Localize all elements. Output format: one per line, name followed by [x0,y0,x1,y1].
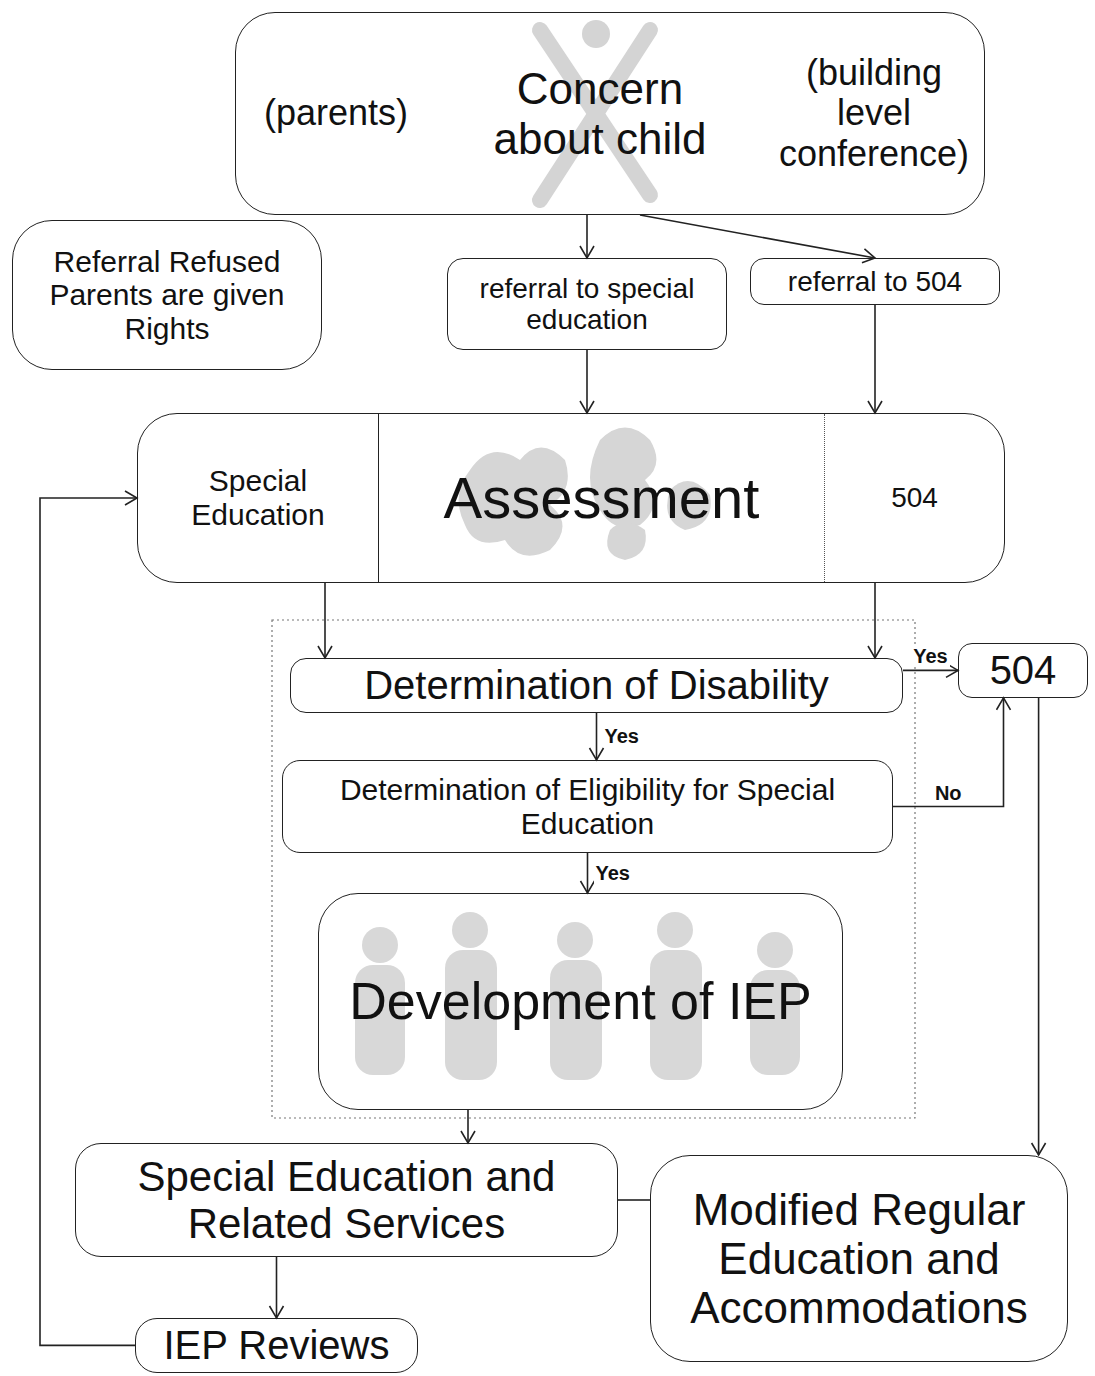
flow-arrow [903,670,958,672]
edge-label: No [933,782,964,804]
flow-arrow [1038,698,1040,1155]
node-text: Development of IEP [349,972,811,1030]
process-box: Determination of Disability [290,658,903,713]
flow-arrow [874,583,876,658]
node-text: Modified Regular Education and Accommoda… [661,1185,1057,1333]
flow-arrow [587,853,589,893]
node-text: Assessment [444,466,760,531]
flow-arrow [640,215,875,258]
process-box: Modified Regular Education and Accommoda… [650,1155,1068,1362]
process-box: Special Education and Related Services [75,1143,618,1257]
edge-label: Yes [911,645,949,667]
flow-arrow [586,215,588,258]
box-section: (building level conference) [764,13,984,214]
process-box: (parents) Concern about child (building le… [235,12,985,215]
process-box: Referral Refused Parents are given Right… [12,220,322,370]
box-section: 504 [824,414,1004,582]
flow-arrow [586,350,588,413]
node-text: Referral Refused Parents are given Right… [31,245,303,346]
node-text: Determination of Eligibility for Special… [293,773,882,840]
process-box: referral to 504 [750,258,1000,305]
node-text: Special Education [146,464,370,531]
flow-arrow [874,305,876,413]
process-box: Determination of Eligibility for Special… [282,760,893,853]
node-text: 504 [990,648,1057,693]
flow-arrow [596,713,598,760]
edge-label: Yes [603,725,641,747]
process-box: Special Education Assessment 504 [137,413,1005,583]
edge-label: Yes [594,862,632,884]
flow-arrow [40,498,137,1345]
node-text: Concern about child [490,64,710,163]
node-text: 504 [891,482,938,513]
node-text: (building level conference) [774,53,974,174]
process-box: Development of IEP [318,893,843,1110]
process-box: IEP Reviews [135,1318,418,1373]
box-section: Concern about child [436,13,764,214]
flow-arrow [276,1257,278,1318]
box-section: (parents) [236,13,436,214]
flow-arrow [467,1110,469,1143]
flow-arrow [324,583,326,658]
node-text: referral to 504 [788,266,962,297]
process-box: referral to special education [447,258,727,350]
box-section: Assessment [379,414,824,582]
node-text: referral to special education [458,273,716,336]
dotted-group-border [272,620,915,1118]
node-text: Determination of Disability [364,663,829,708]
node-text: Special Education and Related Services [86,1153,607,1247]
node-text: (parents) [264,93,408,133]
flow-arrow [618,1199,650,1201]
process-box: 504 [958,643,1088,698]
box-section: Special Education [138,414,379,582]
node-text: IEP Reviews [163,1323,389,1368]
flow-arrow [893,698,1004,807]
